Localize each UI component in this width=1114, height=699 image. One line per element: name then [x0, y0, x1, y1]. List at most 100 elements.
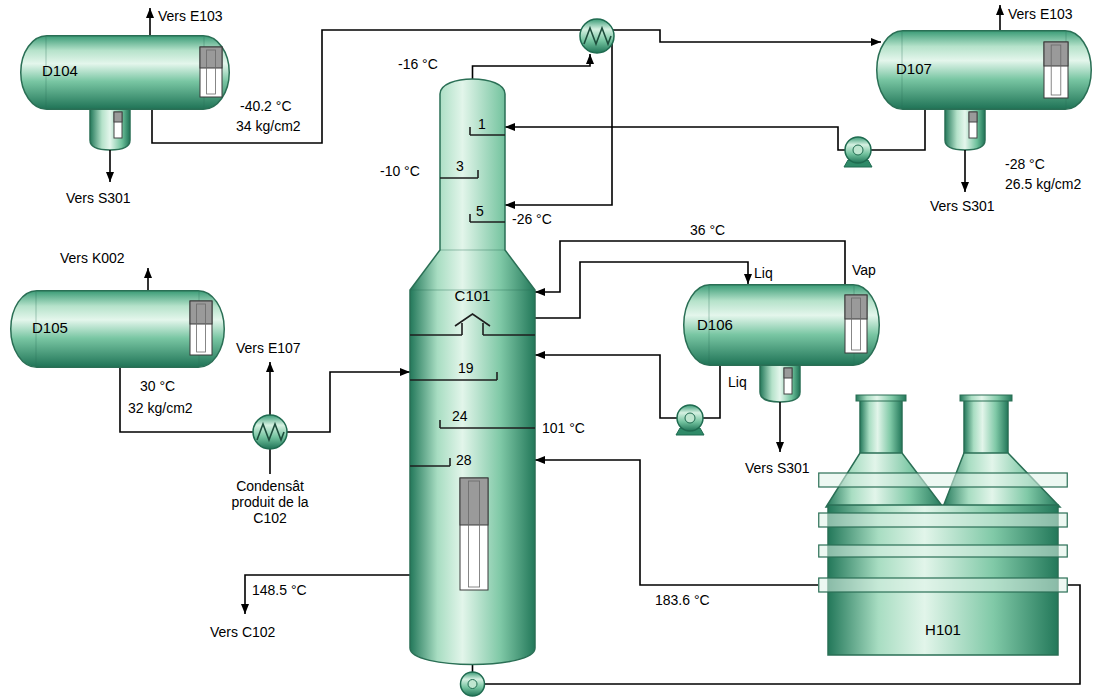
stream-note: 183.6 °C — [655, 592, 710, 608]
stream-note: Condensât produit de la C102 — [220, 478, 320, 526]
tray-number: 19 — [458, 360, 474, 376]
tray-line — [477, 170, 479, 178]
label-holder: 26.5 kg/cm2 — [1005, 176, 1081, 192]
pump-impeller — [685, 413, 695, 423]
tray-line — [410, 334, 462, 336]
level-gauge — [114, 112, 122, 138]
label-holder: Condensât produit de la C102 — [220, 478, 320, 526]
process-line — [152, 30, 881, 143]
tray-line — [449, 458, 451, 466]
level-gauge-fill — [190, 301, 212, 324]
stream-note: Liq — [728, 374, 747, 390]
stream-note: -40.2 °C — [240, 98, 292, 114]
label-holder: -16 °C — [398, 56, 438, 72]
tray-line — [469, 214, 471, 222]
reflux-line — [505, 44, 612, 205]
column-shell — [410, 79, 535, 665]
equipment-tag: C101 — [455, 287, 491, 304]
coil-band — [819, 578, 1068, 592]
tray-line — [470, 134, 505, 136]
tray-line — [482, 323, 484, 335]
drum-body — [877, 31, 1092, 110]
process-line — [535, 460, 818, 585]
pump-impeller — [853, 145, 863, 155]
furnace: H101 — [818, 395, 1068, 657]
tray-line — [470, 221, 505, 223]
level-gauge-fill — [460, 478, 488, 525]
equipment-outline — [818, 395, 1068, 657]
equipment-tag: H101 — [925, 621, 961, 638]
level-gauge — [784, 368, 792, 394]
label-holder: 1 — [478, 116, 486, 132]
level-gauge-fill — [114, 112, 122, 122]
stream-note: -26 °C — [512, 211, 552, 227]
stream-note: 148.5 °C — [252, 582, 307, 598]
stream-note: Vers S301 — [930, 198, 995, 214]
label-holder: 32 kg/cm2 — [128, 400, 193, 416]
level-gauge-glass — [1051, 45, 1061, 95]
level-gauge — [200, 47, 222, 97]
stack-cap — [960, 395, 1012, 401]
shell-seam — [440, 250, 505, 251]
tray-line — [496, 372, 498, 380]
drum-body — [21, 36, 230, 110]
chimney-hat — [455, 314, 490, 326]
tray-line — [469, 127, 471, 135]
overhead-line — [473, 54, 591, 80]
label-holder: 34 kg/cm2 — [236, 118, 301, 134]
label-holder: 36 °C — [690, 222, 725, 238]
stream-note: Liq — [754, 265, 773, 281]
label-holder: -28 °C — [1005, 156, 1045, 172]
bottoms-line — [245, 575, 410, 614]
tag-holder: D106 — [697, 316, 733, 333]
drum-boot — [945, 106, 985, 150]
tray-number: 5 — [476, 203, 484, 219]
tag-holder: C101 — [410, 287, 535, 304]
feed-drum: D105 — [10, 290, 225, 368]
label-holder: 28 — [456, 452, 472, 468]
stream-note: Vers E107 — [236, 340, 301, 356]
label-holder: 148.5 °C — [252, 582, 307, 598]
stream-note: 26.5 kg/cm2 — [1005, 176, 1081, 192]
stream-note: 34 kg/cm2 — [236, 118, 301, 134]
tray-line — [461, 323, 463, 335]
label-holder: Vers S301 — [930, 198, 995, 214]
pump — [461, 672, 485, 696]
reflux-drum: D107 — [876, 30, 1092, 110]
stack-cap — [856, 395, 906, 401]
stack — [860, 397, 902, 455]
tag-holder: D104 — [42, 62, 78, 79]
pump-impeller — [468, 680, 477, 689]
level-gauge — [460, 478, 488, 590]
stream-note: Vers S301 — [66, 190, 131, 206]
drum-body — [684, 285, 880, 366]
level-gauge-fill — [1044, 42, 1068, 66]
storage-drum: D104 — [20, 35, 230, 110]
outlet-line — [149, 8, 151, 35]
tray-line — [410, 379, 497, 381]
tray-line — [439, 420, 441, 428]
label-holder: Vers S301 — [66, 190, 131, 206]
level-gauge — [845, 295, 867, 353]
label-holder: Vap — [852, 262, 876, 278]
stream-note: Vers E103 — [1008, 6, 1073, 22]
equipment-tag: D104 — [42, 62, 78, 79]
stack — [964, 397, 1008, 455]
level-gauge — [190, 301, 212, 355]
stream-note: Vap — [852, 262, 876, 278]
tag-holder: D107 — [896, 60, 932, 77]
label-holder: 24 — [452, 408, 468, 424]
label-holder: -26 °C — [512, 211, 552, 227]
tray-number: 24 — [452, 408, 468, 424]
coil-band — [819, 545, 1068, 557]
tag-holder: D105 — [32, 319, 68, 336]
level-gauge-glass — [197, 304, 206, 352]
exchanger-coil — [584, 28, 611, 44]
stream-note: Vers S301 — [745, 460, 810, 476]
level-gauge — [1044, 42, 1068, 98]
equipment-tag: D107 — [896, 60, 932, 77]
level-gauge-fill — [969, 112, 977, 122]
label-holder: Vers E103 — [1008, 6, 1073, 22]
label-holder: 5 — [476, 203, 484, 219]
